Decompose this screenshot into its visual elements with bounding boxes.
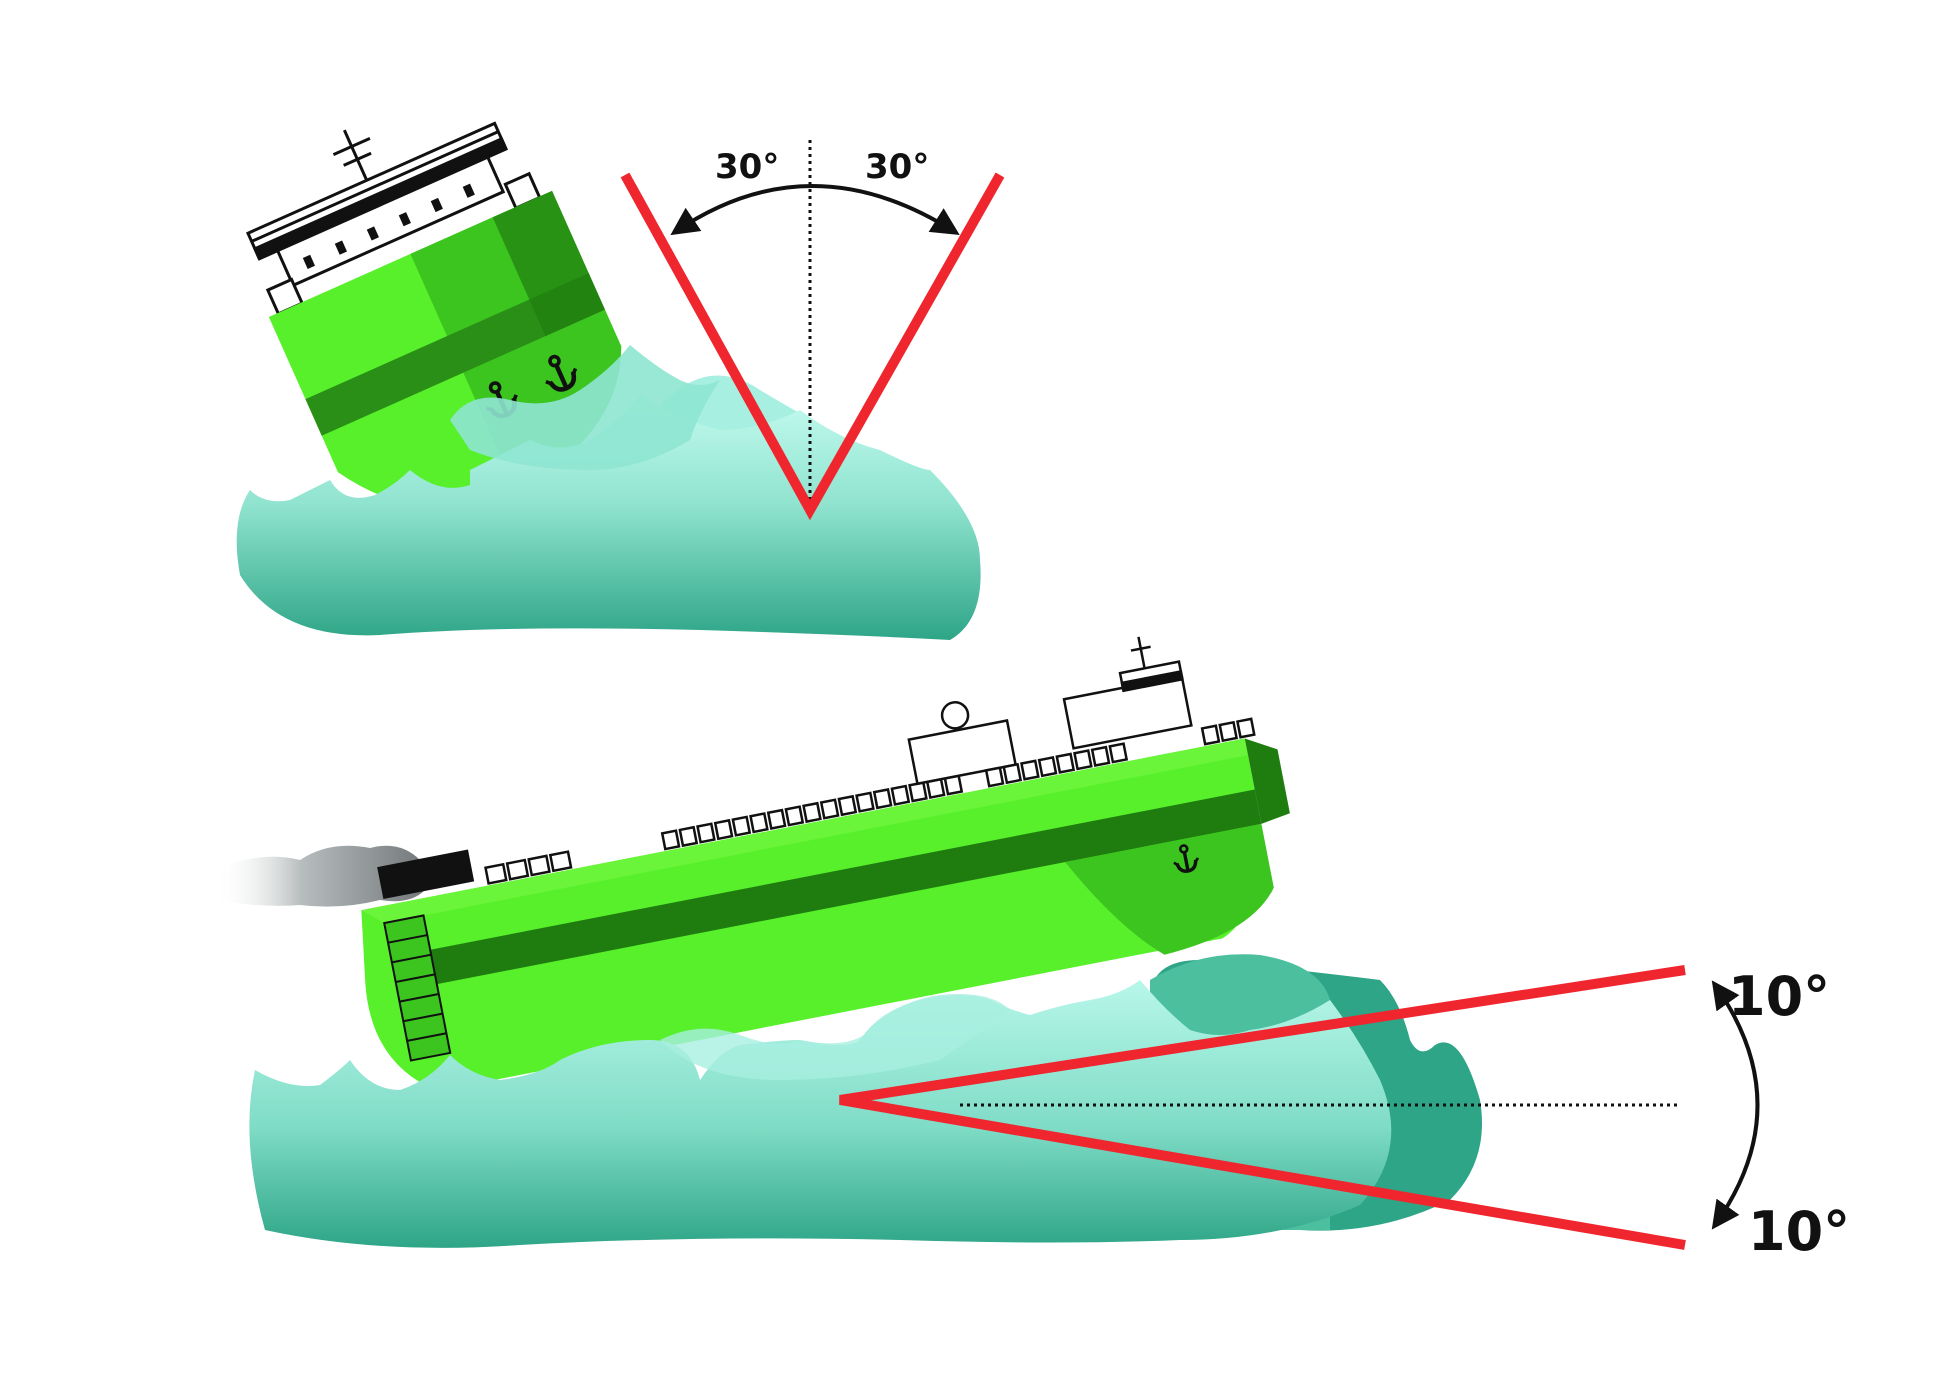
pitching-ship bbox=[361, 636, 1290, 1092]
ship-bridge bbox=[245, 121, 542, 316]
pitch-angle-lines bbox=[839, 965, 1686, 1250]
pitch-diagram: 10° 10° bbox=[215, 636, 1850, 1263]
curved-double-arrow-icon bbox=[1711, 980, 1760, 1230]
top-wave-front bbox=[236, 395, 981, 640]
roll-port-label: 30° bbox=[715, 147, 779, 187]
roll-diagram: 30° 30° bbox=[236, 121, 1005, 640]
pitch-down-label: 10° bbox=[1748, 1200, 1850, 1263]
stern-ladder bbox=[383, 914, 452, 1062]
smoke-plume bbox=[215, 845, 432, 907]
pitch-up-label: 10° bbox=[1728, 965, 1830, 1028]
bottom-wave-front bbox=[249, 980, 1392, 1248]
roll-starboard-label: 30° bbox=[865, 147, 929, 187]
curved-double-arrow-icon bbox=[670, 184, 960, 236]
ship-hull bbox=[361, 738, 1261, 1092]
roll-angle-lines bbox=[620, 172, 1005, 521]
